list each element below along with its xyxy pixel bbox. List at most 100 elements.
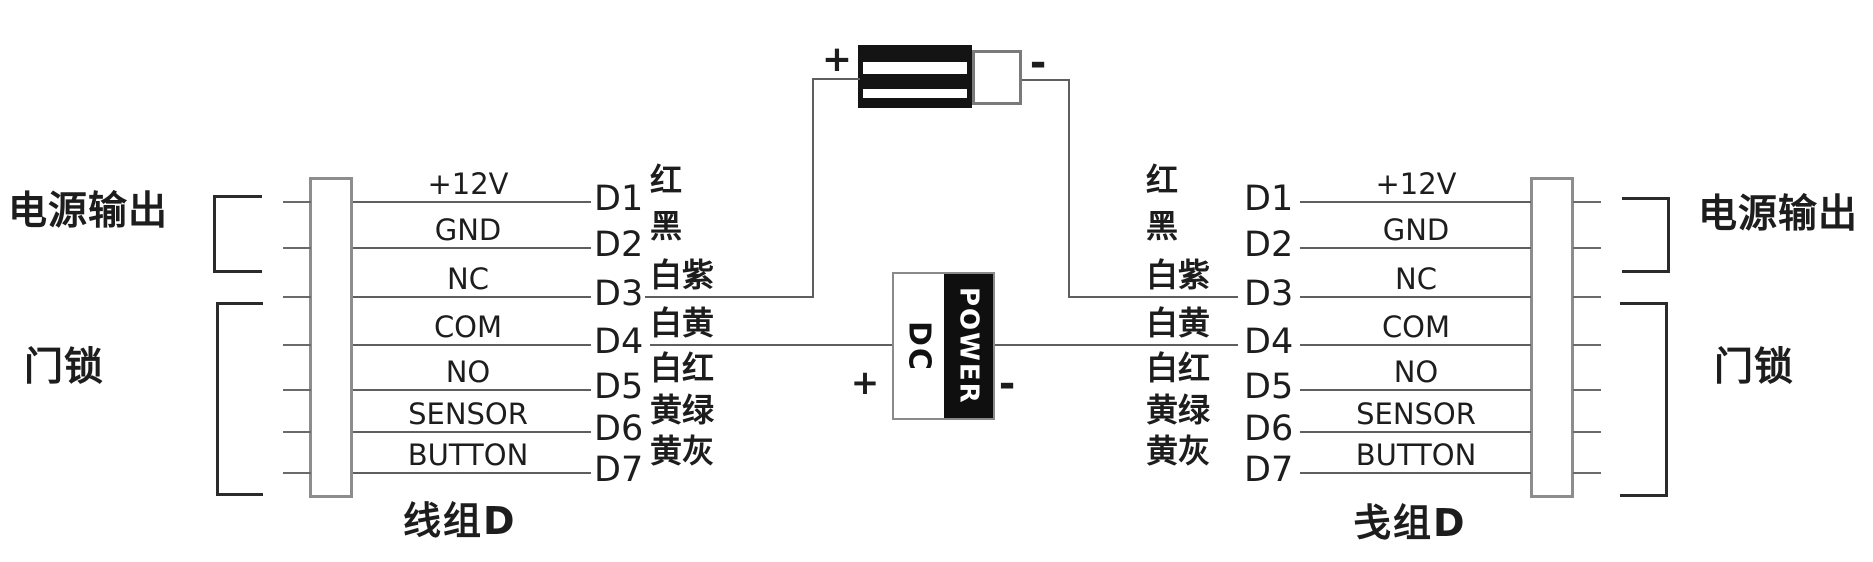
power-label: POWER [953,287,984,405]
left-power-output-bracket [213,195,262,273]
right-pin-signal-D4: COM [1381,310,1451,344]
left-wire-color-D1: 红 [650,161,683,199]
wire-right-nc-extension [1068,296,1238,298]
maglock-minus-label: - [1029,40,1047,86]
left-pin-signal-D2: GND [434,213,502,247]
left-pin-signal-D5: NO [445,355,491,389]
dc-power-block: DC POWER [892,272,995,420]
right-wire-color-D1: 红 [1146,161,1179,199]
dc-power-white-half: DC [894,274,944,418]
left-pin-stub-D1 [283,201,311,203]
left-pin-stub-D4 [283,344,311,346]
right-wire-color-D6: 黄绿 [1146,391,1211,429]
wire-left-com-extension [650,344,892,346]
right-pin-signal-D1: +12V [1375,167,1457,201]
left-pin-label-D6: D6 [594,409,644,449]
maglock-slot-top [863,62,967,74]
right-wire-color-D3: 白紫 [1146,256,1211,294]
maglock-plus-label: + [821,39,853,80]
left-pin-signal-D6: SENSOR [408,397,528,431]
right-harness-label: 戋组D [1353,501,1467,545]
left-wire-color-D3: 白紫 [650,256,715,294]
left-pin-wire-D1 [353,201,591,203]
left-pin-wire-D5 [353,389,591,391]
left-pin-wire-D2 [353,247,591,249]
right-pin-stub-D4 [1573,344,1601,346]
right-pin-label-D2: D2 [1244,225,1294,265]
left-pin-wire-D7 [353,472,591,474]
right-pin-wire-D7 [1300,472,1531,474]
left-pin-wire-D4 [353,344,591,346]
right-pin-wire-D3 [1300,296,1531,298]
right-pin-stub-D1 [1573,201,1601,203]
left-pin-label-D2: D2 [594,225,644,265]
dc-label: DC [901,320,937,372]
left-connector-block [309,177,353,498]
left-pin-label-D3: D3 [594,274,644,314]
left-wire-color-D7: 黄灰 [650,432,715,470]
wire-maglock-plus-vertical [812,78,814,298]
left-pin-stub-D7 [283,472,311,474]
wire-maglock-minus-horizontal [1022,79,1070,81]
right-wire-color-D4: 白黄 [1146,304,1211,342]
right-wire-color-D7: 黄灰 [1146,432,1211,470]
maglock-armature-plate [972,50,1022,105]
left-door-lock-label: 门锁 [24,345,105,390]
right-pin-label-D7: D7 [1244,450,1294,490]
left-door-lock-bracket [216,302,263,496]
left-pin-label-D4: D4 [594,322,644,362]
right-pin-stub-D5 [1573,389,1601,391]
right-pin-label-D3: D3 [1244,274,1294,314]
right-pin-wire-D2 [1300,247,1531,249]
right-pin-stub-D6 [1573,431,1601,433]
left-pin-wire-D6 [353,431,591,433]
wire-maglock-minus-vertical [1068,79,1070,298]
right-wire-color-D5: 白红 [1146,349,1211,387]
left-pin-label-D7: D7 [594,450,644,490]
left-pin-label-D5: D5 [594,367,644,407]
left-pin-signal-D1: +12V [427,167,509,201]
right-power-output-bracket [1622,197,1670,273]
wire-left-nc-extension [645,296,814,298]
right-pin-label-D6: D6 [1244,409,1294,449]
left-pin-stub-D6 [283,431,311,433]
right-door-lock-bracket [1620,302,1668,497]
right-pin-label-D4: D4 [1244,322,1294,362]
left-pin-signal-D3: NC [447,262,489,296]
wire-right-com-extension [995,344,1238,346]
right-pin-signal-D6: SENSOR [1356,397,1476,431]
right-pin-wire-D4 [1300,344,1531,346]
left-wire-color-D2: 黑 [650,207,683,245]
right-door-lock-label: 门锁 [1714,345,1795,390]
dc-power-plus-label: + [850,363,880,403]
left-pin-wire-D3 [353,296,591,298]
wire-maglock-plus-horizontal [812,78,860,80]
left-harness-label: 线组D [403,499,517,543]
right-pin-signal-D5: NO [1393,355,1439,389]
left-pin-label-D1: D1 [594,179,644,219]
left-pin-stub-D2 [283,247,311,249]
left-wire-color-D4: 白黄 [650,304,715,342]
right-connector-block [1530,177,1574,498]
right-pin-label-D5: D5 [1244,367,1294,407]
right-pin-signal-D7: BUTTON [1355,438,1477,472]
left-pin-signal-D7: BUTTON [407,438,529,472]
right-pin-stub-D2 [1573,247,1601,249]
right-pin-signal-D3: NC [1395,262,1437,296]
left-pin-signal-D4: COM [433,310,503,344]
right-pin-label-D1: D1 [1244,179,1294,219]
right-pin-wire-D1 [1300,201,1531,203]
right-pin-signal-D2: GND [1382,213,1450,247]
right-power-output-label: 电源输出 [1698,192,1859,237]
left-wire-color-D6: 黄绿 [650,391,715,429]
right-pin-stub-D7 [1573,472,1601,474]
left-pin-stub-D5 [283,389,311,391]
maglock-slot-bottom [863,89,967,98]
dc-power-black-half: POWER [943,274,993,418]
left-power-output-label: 电源输出 [8,189,169,234]
left-pin-stub-D3 [283,296,311,298]
right-pin-stub-D3 [1573,296,1601,298]
right-pin-wire-D6 [1300,431,1531,433]
right-pin-wire-D5 [1300,389,1531,391]
